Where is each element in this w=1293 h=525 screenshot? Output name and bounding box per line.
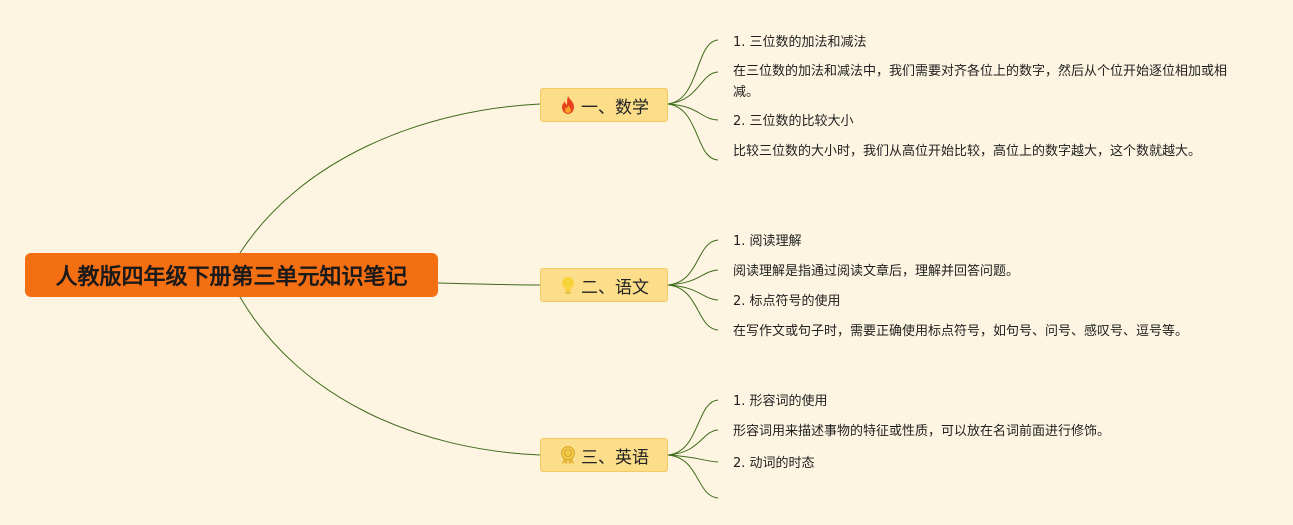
- branch-label: 二、语文: [581, 277, 649, 298]
- link-math-leaf-4: [667, 103, 719, 161]
- root-topic[interactable]: 人教版四年级下册第三单元知识笔记: [25, 253, 438, 297]
- lightbulb-icon: [559, 275, 577, 295]
- link-english-leaf-2: [667, 429, 719, 456]
- leaf-math-1[interactable]: 1. 三位数的加法和减法: [733, 35, 867, 50]
- link-english-leaf-3: [667, 454, 719, 463]
- link-math-leaf-1: [667, 39, 719, 105]
- leaf-math-3[interactable]: 2. 三位数的比较大小: [733, 114, 854, 129]
- link-root-math: [239, 103, 541, 254]
- link-math-leaf-3: [667, 103, 719, 121]
- leaf-chinese-1[interactable]: 1. 阅读理解: [733, 234, 802, 249]
- leaf-english-1[interactable]: 1. 形容词的使用: [733, 394, 828, 409]
- link-chinese-leaf-3: [667, 284, 719, 301]
- link-chinese-leaf-2: [667, 269, 719, 286]
- leaf-math-4[interactable]: 比较三位数的大小时，我们从高位开始比较，高位上的数字越大，这个数就越大。: [733, 144, 1202, 159]
- leaf-english-3[interactable]: 2. 动词的时态: [733, 456, 815, 471]
- leaf-chinese-3[interactable]: 2. 标点符号的使用: [733, 294, 841, 309]
- branch-math[interactable]: 一、数学: [540, 88, 668, 122]
- link-root-english: [239, 296, 541, 456]
- branch-chinese[interactable]: 二、语文: [540, 268, 668, 302]
- leaf-math-2[interactable]: 在三位数的加法和减法中，我们需要对齐各位上的数字，然后从个位开始逐位相加或相减。: [733, 64, 1228, 100]
- leaf-chinese-2[interactable]: 阅读理解是指通过阅读文章后，理解并回答问题。: [733, 264, 1020, 279]
- leaf-english-2[interactable]: 形容词用来描述事物的特征或性质，可以放在名词前面进行修饰。: [733, 424, 1111, 439]
- link-english-leaf-4: [667, 454, 719, 499]
- link-math-leaf-2: [667, 71, 719, 105]
- branch-label: 三、英语: [581, 447, 649, 468]
- branch-label: 一、数学: [581, 97, 649, 118]
- link-chinese-leaf-4: [667, 284, 719, 331]
- leaf-chinese-4[interactable]: 在写作文或句子时，需要正确使用标点符号，如句号、问号、感叹号、逗号等。: [733, 324, 1189, 339]
- link-root-chinese: [437, 282, 541, 286]
- award-medal-icon: [559, 445, 577, 465]
- fire-icon: [559, 95, 577, 115]
- link-chinese-leaf-1: [667, 239, 719, 286]
- branch-english[interactable]: 三、英语: [540, 438, 668, 472]
- root-title: 人教版四年级下册第三单元知识笔记: [55, 265, 408, 290]
- link-english-leaf-1: [667, 399, 719, 456]
